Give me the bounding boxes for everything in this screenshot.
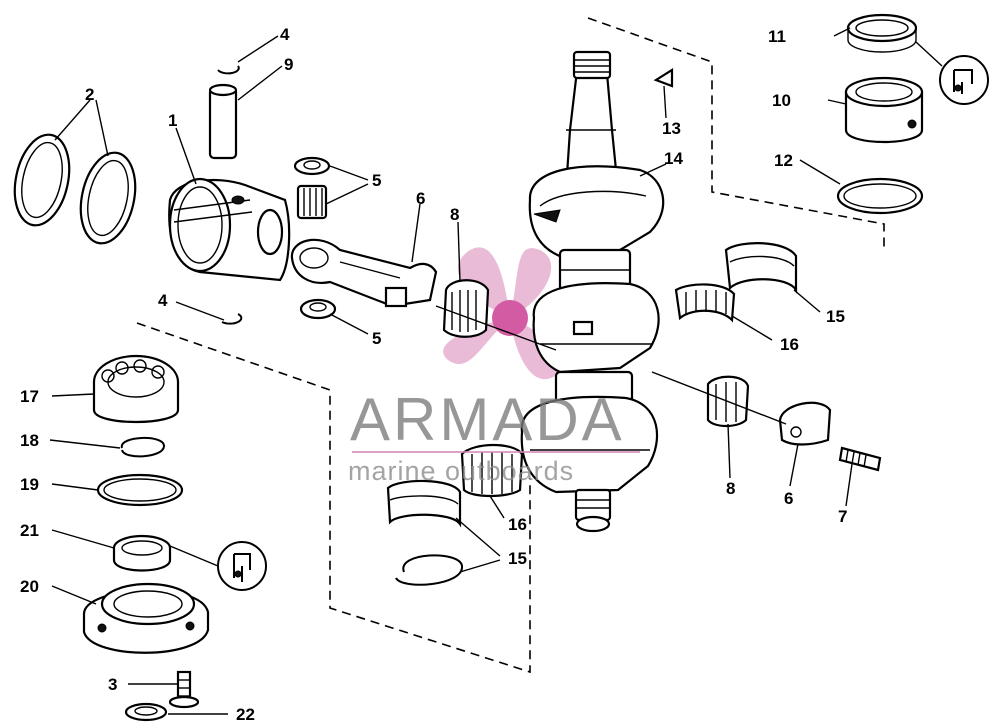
main-bearing-cage-right [674, 283, 736, 323]
wrist-pin [208, 83, 238, 160]
callout-2: 2 [85, 85, 94, 104]
woodruff-key [653, 68, 674, 88]
sealant-icon [169, 541, 267, 591]
pin-retaining-ring-top [217, 65, 240, 75]
callout-4-top: 4 [280, 25, 290, 44]
main-bearing-cage-lower [460, 444, 524, 498]
o-ring-lower [96, 473, 184, 507]
retaining-ring-lower [395, 554, 464, 586]
assembly-outline-upper [587, 17, 885, 250]
callout-5-bottom: 5 [372, 329, 381, 348]
callout-17: 17 [20, 387, 39, 406]
watermark-brand: ARMADA [350, 386, 625, 453]
ball-bearing [92, 354, 180, 424]
leader-lines [49, 27, 853, 715]
upper-seal [846, 13, 918, 53]
callout-9: 9 [284, 55, 293, 74]
callout-14: 14 [664, 149, 683, 168]
callout-7: 7 [838, 507, 847, 526]
watermark-propeller-logo [443, 247, 563, 380]
callout-11: 11 [768, 27, 786, 46]
main-bearing-race-lower [386, 479, 462, 528]
thrust-washer-bottom [299, 298, 337, 320]
callout-15-right: 15 [826, 307, 845, 326]
crankshaft [520, 50, 665, 533]
callout-16-lower: 16 [508, 515, 527, 534]
assembly-outline-lower [136, 322, 531, 674]
lower-bearing-housing [82, 582, 210, 654]
needle-bearing-top [296, 184, 328, 220]
rod-cap [778, 401, 832, 446]
callout-15-lower: 15 [508, 549, 527, 568]
thrust-washer-top [293, 156, 331, 176]
pin-retaining-ring-bottom [221, 313, 243, 325]
callout-19: 19 [20, 475, 39, 494]
rod-bearing-cage-left [442, 279, 490, 338]
callout-5-top: 5 [372, 171, 381, 190]
piston [168, 177, 291, 282]
callout-labels: 2 1 4 9 5 6 8 4 5 11 10 12 13 14 15 16 8… [20, 25, 847, 724]
callout-1: 1 [168, 111, 177, 130]
callout-18: 18 [20, 431, 39, 450]
callout-10: 10 [772, 91, 791, 110]
callout-6-cap: 6 [784, 489, 793, 508]
retaining-ring-small [120, 436, 166, 458]
callout-13: 13 [662, 119, 681, 138]
callout-4-bottom: 4 [158, 291, 168, 310]
lower-seal [112, 534, 172, 572]
callout-8-left: 8 [450, 205, 459, 224]
upper-o-ring [836, 177, 924, 215]
housing-screw [168, 670, 200, 709]
rod-bolt [838, 446, 882, 472]
callout-22: 22 [236, 705, 255, 724]
connecting-rod [290, 238, 438, 308]
sealant-icon [915, 41, 989, 105]
callout-16-right: 16 [780, 335, 799, 354]
callout-8-right: 8 [726, 479, 735, 498]
callout-3: 3 [108, 675, 117, 694]
callout-20: 20 [20, 577, 39, 596]
main-bearing-race-right [724, 242, 798, 295]
watermark: ARMADA marine outboards [348, 386, 640, 486]
lower-washer [124, 702, 168, 722]
watermark-tagline: marine outboards [348, 456, 574, 486]
callout-21: 21 [20, 521, 39, 540]
callout-12: 12 [774, 151, 793, 170]
piston-rings [13, 133, 137, 245]
callout-6-rod: 6 [416, 189, 425, 208]
upper-main-bearing [844, 76, 924, 144]
